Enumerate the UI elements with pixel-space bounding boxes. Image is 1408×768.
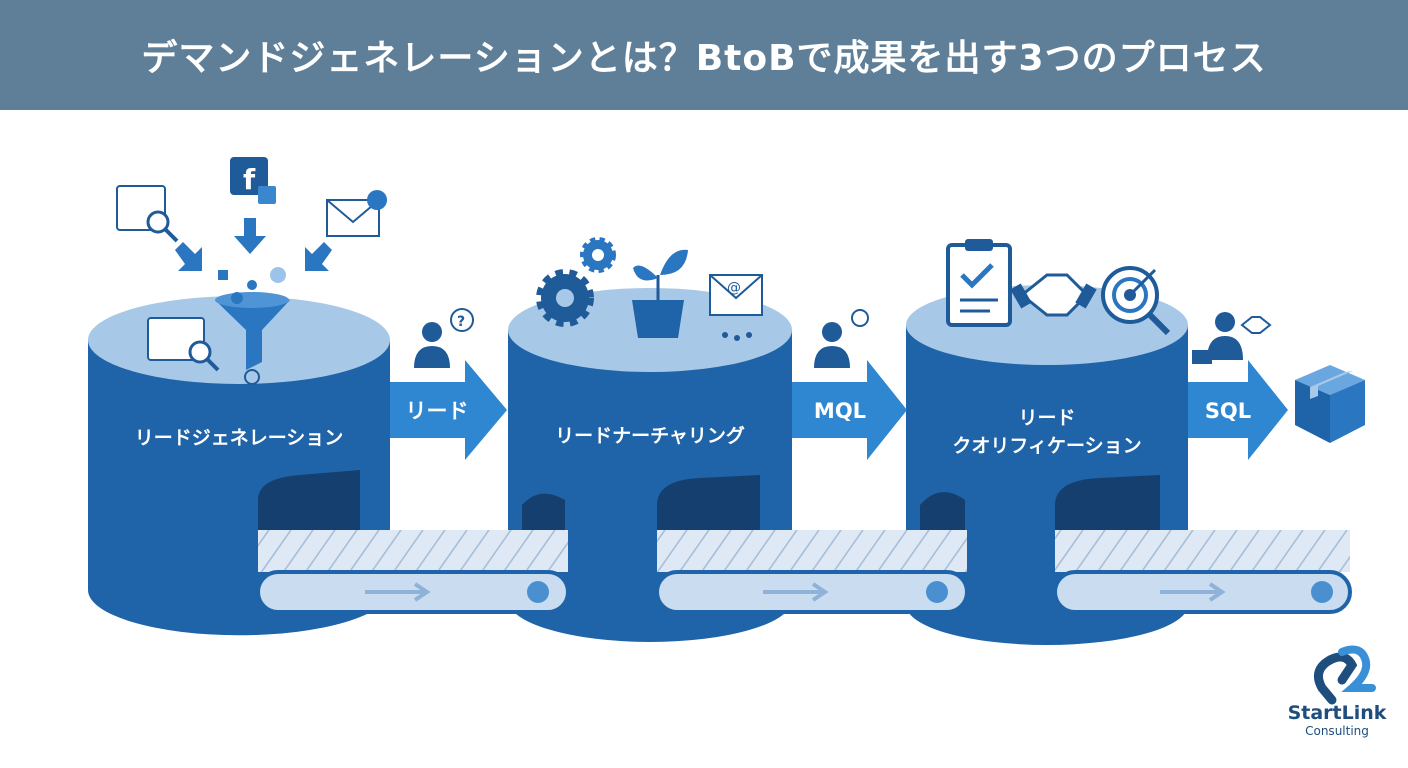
startlink-logo-mark — [1313, 645, 1376, 705]
businessperson-handshake-icon — [1192, 312, 1272, 364]
stage-label: クオリフィケーション — [952, 435, 1141, 457]
arrow-lead: リード ? — [390, 308, 507, 460]
arrow-label: MQL — [814, 399, 866, 423]
stage-label: リード — [1018, 407, 1075, 429]
arrow-label: リード — [406, 399, 469, 423]
email-icon — [326, 190, 387, 237]
process-diagram: リードジェネレーション f — [88, 157, 1376, 705]
down-arrow-icons — [175, 218, 332, 385]
person-lightbulb-icon — [814, 309, 869, 368]
gear-icon — [536, 237, 616, 327]
svg-text:f: f — [243, 163, 256, 196]
product-box-icon — [1295, 365, 1365, 443]
stage-label: リードジェネレーション — [135, 427, 344, 449]
conveyor-belt — [256, 530, 570, 614]
svg-text:?: ? — [457, 314, 465, 330]
stage-lead-generation: リードジェネレーション f — [88, 157, 390, 636]
social-media-icon: f — [230, 157, 276, 204]
email-icon: @ — [709, 274, 763, 341]
svg-text:@: @ — [727, 280, 741, 296]
arrow-mql: MQL — [792, 309, 907, 460]
person-question-icon: ? — [414, 308, 474, 368]
conveyor-belt — [655, 530, 969, 614]
logo-name: StartLink — [1287, 702, 1387, 724]
conveyor-belt — [1053, 530, 1352, 614]
arrow-sql: SQL — [1188, 312, 1288, 460]
browser-search-icon — [147, 317, 220, 372]
stage-label: リードナーチャリング — [555, 424, 745, 447]
page-title: デマンドジェネレーションとは？BtoBで成果を出す3つのプロセス — [141, 38, 1267, 79]
logo-subtitle: Consulting — [1305, 724, 1369, 738]
title-banner: デマンドジェネレーションとは？BtoBで成果を出す3つのプロセス — [0, 0, 1408, 110]
target-icon — [1101, 266, 1171, 336]
company-logo: StartLink Consulting — [1282, 648, 1392, 738]
plant-icon — [632, 249, 688, 338]
browser-search-icon — [116, 185, 179, 243]
handshake-icon — [1010, 273, 1097, 317]
clipboard-check-icon — [946, 239, 1012, 327]
arrow-label: SQL — [1205, 399, 1251, 423]
